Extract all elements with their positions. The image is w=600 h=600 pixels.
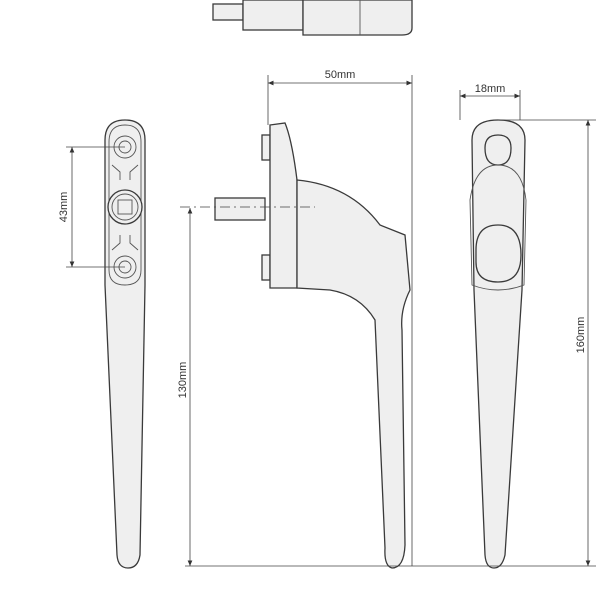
top-view-partial	[212, 0, 413, 36]
dimension-label-50mm: 50mm	[325, 69, 356, 81]
dimension-label-160mm: 160mm	[575, 317, 587, 354]
side-view	[180, 122, 411, 569]
front-view	[104, 119, 146, 569]
dimension-lines	[66, 75, 596, 567]
dimension-label-18mm: 18mm	[475, 83, 506, 95]
dimension-label-43mm: 43mm	[58, 192, 70, 223]
edge-view	[469, 119, 527, 569]
dimension-label-130mm: 130mm	[177, 362, 189, 399]
